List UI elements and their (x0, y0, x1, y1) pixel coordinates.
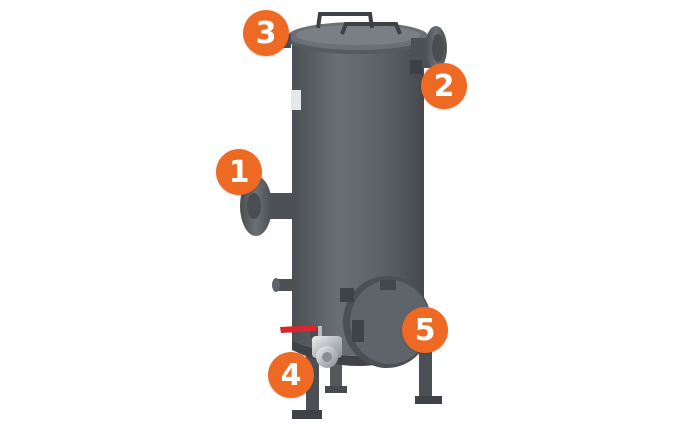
support-legs (292, 345, 442, 419)
callout-number: 4 (280, 357, 302, 393)
callout-number: 2 (433, 68, 455, 104)
nameplate (291, 90, 301, 110)
top-lid (283, 12, 428, 54)
drain-valve (280, 325, 342, 368)
callout-number: 1 (228, 154, 250, 190)
callout-badge-3: 3 (243, 10, 289, 56)
callout-badge-4: 4 (268, 352, 314, 398)
outlet-flange (410, 26, 447, 74)
valve-handle (280, 325, 317, 333)
callout-badge-5: 5 (402, 307, 448, 353)
side-port (272, 278, 294, 292)
callout-badge-2: 2 (421, 63, 467, 109)
inlet-flange (240, 176, 294, 236)
callout-number: 3 (255, 15, 277, 51)
callout-badge-1: 1 (216, 149, 262, 195)
callout-number: 5 (414, 312, 436, 348)
